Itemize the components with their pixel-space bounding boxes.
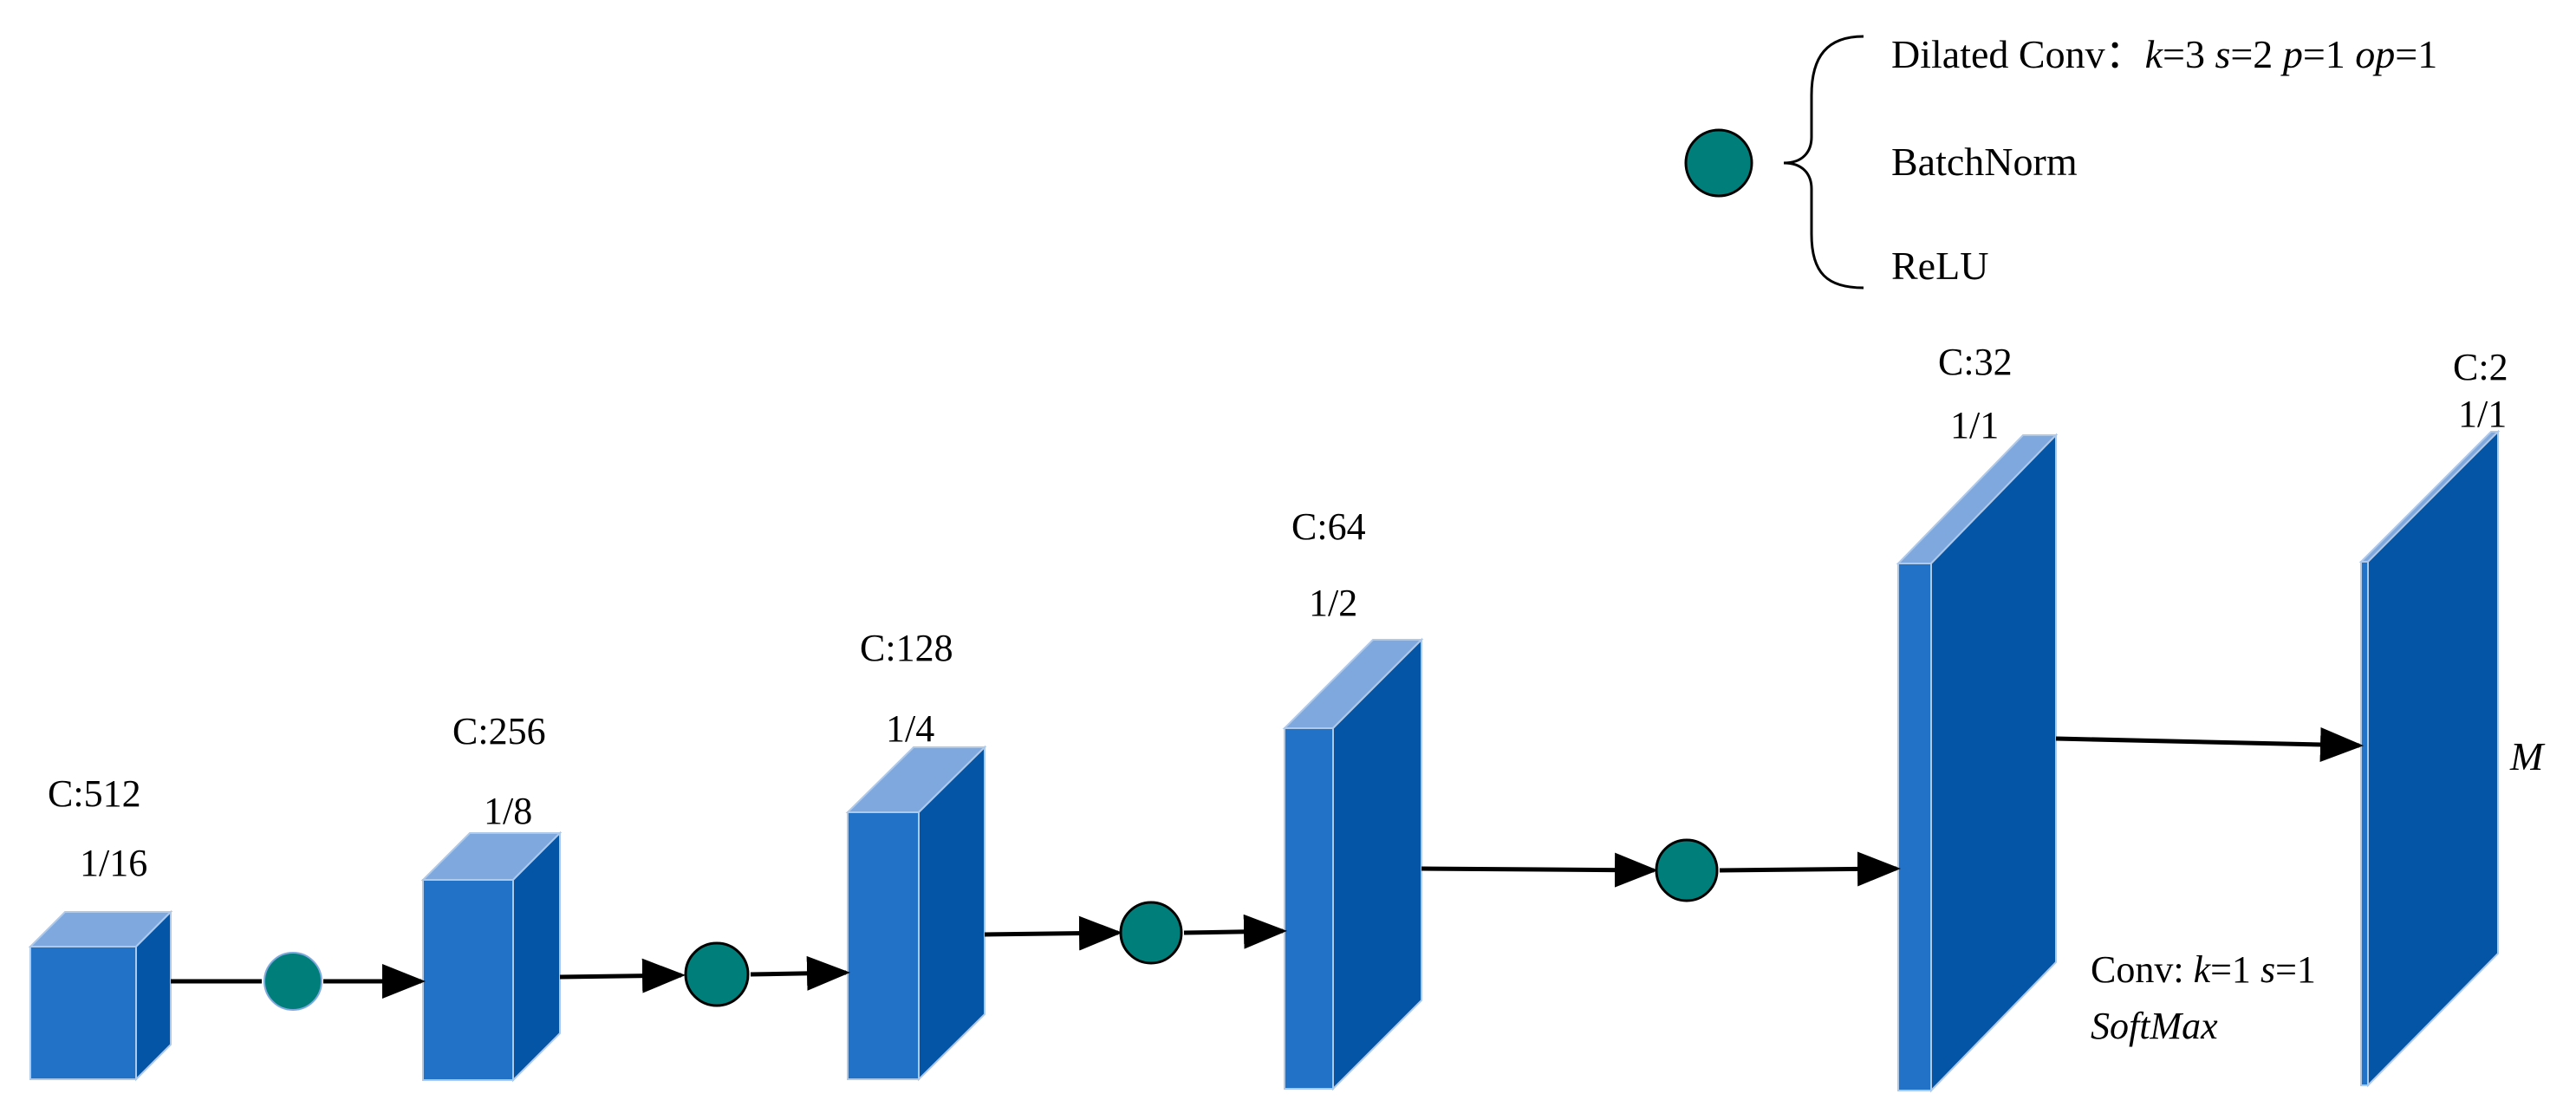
- connections: [171, 726, 2364, 999]
- block-channel-label: C:512: [48, 772, 141, 815]
- block-scale-label: 1/8: [484, 790, 532, 832]
- operation-nodes: [263, 838, 1719, 1011]
- arrow: [1719, 851, 1901, 887]
- legend: Dilated Conv：k=3 s=2 p=1 op=1 BatchNorm …: [1684, 32, 2437, 290]
- operation-circle-icon: [1655, 838, 1719, 902]
- block-front-face: [1897, 563, 1932, 1091]
- block-channel-label: C:256: [452, 710, 546, 752]
- feature-block-2: C:2 1/1 M: [2358, 346, 2546, 1088]
- block-scale-label: 1/2: [1309, 582, 1357, 624]
- arrow: [1421, 852, 1658, 888]
- block-scale-label: 1/1: [2458, 393, 2507, 435]
- block-front-face: [422, 879, 514, 1081]
- block-channel-label: C:2: [2453, 346, 2508, 388]
- block-channel-label: C:64: [1291, 505, 1366, 548]
- block-front-face: [847, 811, 920, 1080]
- operation-circle-icon: [1119, 901, 1183, 965]
- block-channel-label: C:32: [1938, 341, 2013, 383]
- feature-block-512: C:512 1/16: [28, 772, 173, 1082]
- final-conv-label: Conv: k=1 s=1: [2091, 948, 2316, 991]
- operation-circle-icon: [684, 941, 750, 1007]
- arrow: [750, 955, 850, 991]
- arrow: [559, 958, 686, 993]
- final-conv-annotation: Conv: k=1 s=1 SoftMax: [2091, 948, 2316, 1047]
- block-front-face: [1284, 727, 1334, 1090]
- block-channel-label: C:128: [860, 627, 953, 669]
- arrow: [1183, 914, 1287, 949]
- feature-block-256: C:256 1/8: [420, 710, 563, 1083]
- operation-circle-icon: [1684, 128, 1753, 198]
- block-scale-label: 1/1: [1950, 404, 1999, 446]
- feature-block-128: C:128 1/4: [845, 627, 987, 1082]
- softmax-label: SoftMax: [2091, 1005, 2218, 1047]
- feature-block-64: C:64 1/2: [1282, 505, 1424, 1091]
- block-scale-label: 1/4: [886, 707, 934, 750]
- block-side-face: [2367, 429, 2499, 1088]
- legend-line-relu: ReLU: [1891, 244, 1988, 288]
- brace-icon: [1783, 35, 1864, 290]
- legend-line-dilated-conv: Dilated Conv：k=3 s=2 p=1 op=1: [1891, 32, 2437, 76]
- block-front-face: [29, 946, 137, 1080]
- block-scale-label: 1/16: [80, 842, 147, 884]
- block-front-face: [2360, 561, 2369, 1086]
- operation-circle-icon: [263, 952, 322, 1011]
- legend-line-batchnorm: BatchNorm: [1891, 140, 2078, 184]
- arrow: [2055, 726, 2364, 762]
- output-label: M: [2509, 734, 2546, 778]
- arrow: [984, 915, 1122, 951]
- feature-block-32: C:32 1/1: [1896, 341, 2059, 1093]
